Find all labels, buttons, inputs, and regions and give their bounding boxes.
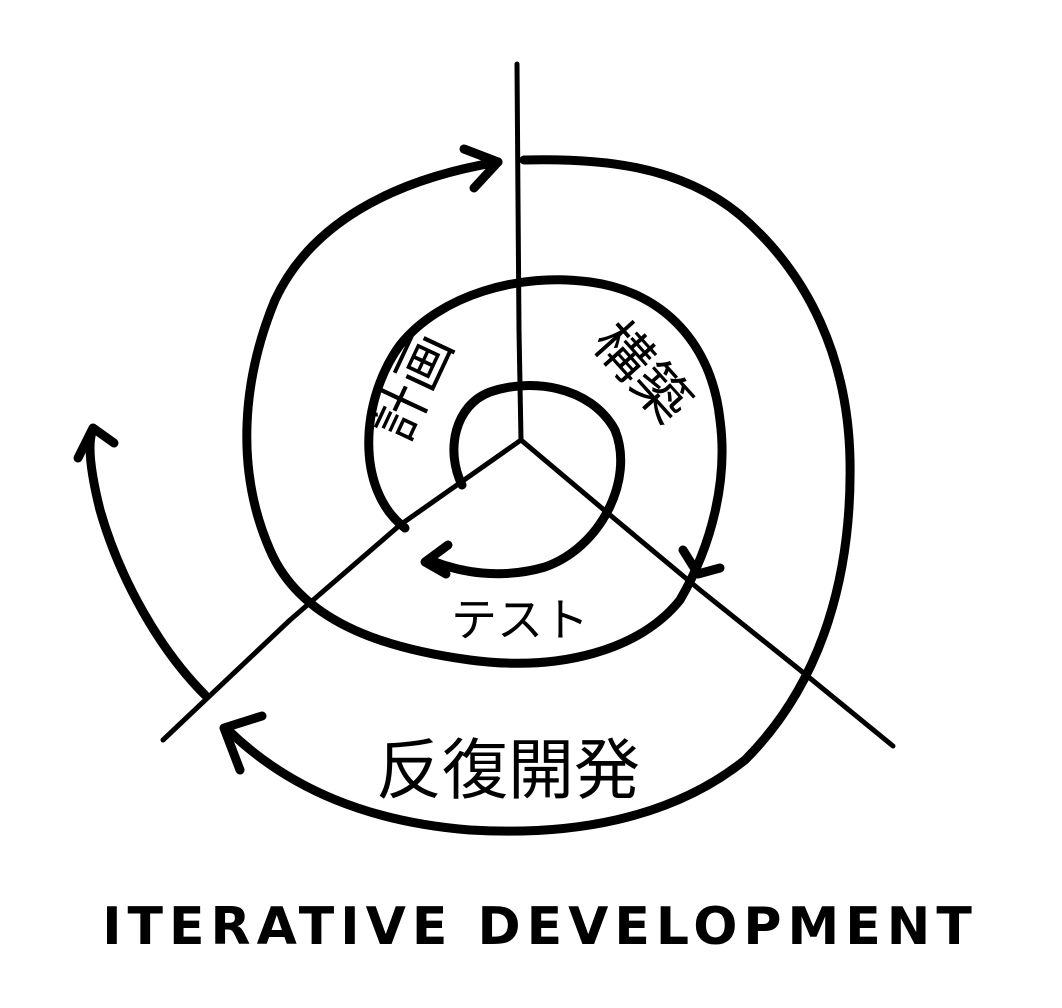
middle-spiral-arrowhead xyxy=(459,144,503,193)
outer-spiral-turn xyxy=(223,155,855,836)
divider-line-lower-right xyxy=(518,437,896,749)
outermost-arrowhead xyxy=(73,423,119,463)
label-test: テスト xyxy=(451,593,589,647)
outer-spiral-arrowhead xyxy=(219,711,267,775)
inner-spiral-arrowhead xyxy=(420,540,453,579)
build-ring-arrowhead xyxy=(678,545,725,579)
middle-spiral-turn xyxy=(242,157,727,668)
label-iterative-development: 反復開発 xyxy=(376,732,640,809)
outermost-spiral-arc xyxy=(85,427,210,700)
inner-spiral-turn xyxy=(427,381,626,579)
diagram-caption: ITERATIVE DEVELOPMENT xyxy=(102,897,978,957)
divider-line-lower-left xyxy=(160,437,524,743)
